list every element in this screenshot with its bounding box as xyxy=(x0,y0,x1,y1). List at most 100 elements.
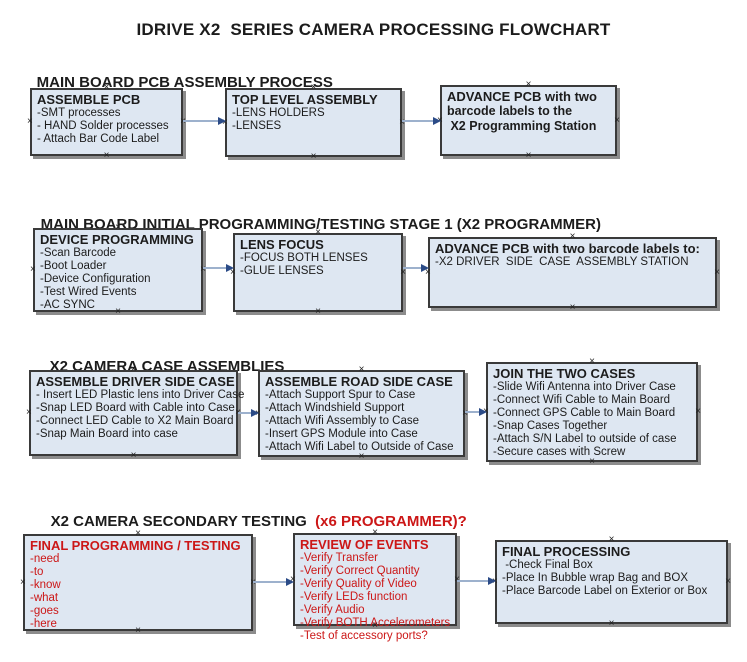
box-title: ASSEMBLE DRIVER SIDE CASE xyxy=(36,374,235,389)
box-line: -AC SYNC xyxy=(40,299,95,311)
box-title: LENS FOCUS xyxy=(240,237,324,252)
arrow-head-icon xyxy=(479,408,487,416)
box-line: -Snap Cases Together xyxy=(493,420,608,432)
flow-box-final-processing: FINAL PROCESSING -Check Final Box -Place… xyxy=(492,534,731,629)
arrow-head-icon xyxy=(488,577,496,585)
box-line: -Attach Windshield Support xyxy=(265,402,405,414)
flow-arrow xyxy=(253,577,294,587)
box-title: ADVANCE PCB with two xyxy=(447,89,597,104)
box-line: -Place Barcode Label on Exterior or Box xyxy=(502,585,708,597)
box-line: -Test Wired Events xyxy=(40,286,137,298)
box-line: -Boot Loader xyxy=(40,260,107,272)
box-line: - Insert LED Plastic lens into Driver Ca… xyxy=(36,389,245,401)
box-line: -Scan Barcode xyxy=(40,247,117,259)
box-line: -Connect LED Cable to X2 Main Board xyxy=(36,415,234,427)
box-line: - Attach Bar Code Label xyxy=(37,133,160,145)
box-line: -Slide Wifi Antenna into Driver Case xyxy=(493,381,676,393)
box-title: FINAL PROGRAMMING / TESTING xyxy=(30,538,241,553)
arrow-line xyxy=(403,267,423,269)
box-line: -Verify LEDs function xyxy=(300,591,408,603)
arrow-line xyxy=(203,267,228,269)
connection-handle-icon: × xyxy=(130,450,137,461)
connection-handle-icon: × xyxy=(310,151,317,162)
connection-handle-icon: × xyxy=(695,406,701,417)
arrow-head-icon xyxy=(218,117,226,125)
box-line: -here xyxy=(30,618,57,630)
box-line: -what xyxy=(30,592,59,604)
flow-arrow xyxy=(465,407,487,417)
connection-handle-icon: × xyxy=(315,306,321,317)
connection-handle-icon: × xyxy=(589,456,595,467)
connection-handle-icon: × xyxy=(714,266,720,278)
arrow-line xyxy=(402,120,435,122)
box-line: -Device Configuration xyxy=(40,273,151,285)
section-4-header-text: X2 CAMERA SECONDARY TESTING xyxy=(50,513,316,530)
flow-box-device-programming: DEVICE PROGRAMMING -Scan Barcode -Boot L… xyxy=(30,223,206,317)
section-4-header-red-text: (x6 PROGRAMMER)? xyxy=(315,513,467,530)
arrow-head-icon xyxy=(251,409,259,417)
section-1-header-text: MAIN BOARD PCB ASSEMBLY PROCESS xyxy=(36,74,333,91)
box-title: DEVICE PROGRAMMING xyxy=(40,232,194,247)
connection-handle-icon: × xyxy=(30,264,36,275)
connection-handle-icon: × xyxy=(27,116,33,127)
box-title: FINAL PROCESSING xyxy=(502,544,631,559)
box-line: -GLUE LENSES xyxy=(240,265,324,277)
flow-box-top-level-assembly: TOP LEVEL ASSEMBLY -LENS HOLDERS -LENSES… xyxy=(222,83,405,162)
connection-handle-icon: × xyxy=(358,451,365,462)
flow-box-assemble-driver-side-case: ASSEMBLE DRIVER SIDE CASE - Insert LED P… xyxy=(26,365,245,461)
connection-handle-icon: × xyxy=(608,618,615,629)
box-title: ADVANCE PCB with two barcode labels to: xyxy=(435,241,700,256)
arrow-head-icon xyxy=(433,117,441,125)
connection-handle-icon: × xyxy=(525,79,532,90)
box-line: -Verify Correct Quantity xyxy=(300,565,420,577)
flow-box-join-the-two-cases: JOIN THE TWO CASES -Slide Wifi Antenna i… xyxy=(483,356,701,467)
flow-arrow xyxy=(402,116,441,126)
box-line: -Verify Quality of Video xyxy=(300,578,417,590)
box-line: -Attach Wifi Assembly to Case xyxy=(265,415,420,427)
box-title: REVIEW OF EVENTS xyxy=(300,537,429,552)
connection-handle-icon: × xyxy=(525,150,532,161)
box-line: -Place In Bubble wrap Bag and BOX xyxy=(502,572,689,584)
box-line: barcode labels to the xyxy=(447,104,573,118)
box-line: - HAND Solder processes xyxy=(37,120,169,132)
connection-handle-icon: × xyxy=(569,302,576,313)
box-line: -LENSES xyxy=(232,120,282,132)
flow-arrow xyxy=(238,408,259,418)
flow-box-final-programming-testing: FINAL PROGRAMMING / TESTING -need -to -k… xyxy=(20,529,256,636)
box-line: -Attach Wifi Label to Outside of Case xyxy=(265,441,454,453)
arrow-line xyxy=(183,120,220,122)
box-title: ASSEMBLE PCB xyxy=(37,92,141,107)
box-line: -Check Final Box xyxy=(502,559,593,571)
connection-handle-icon: × xyxy=(589,356,595,367)
box-line: -know xyxy=(30,579,61,591)
arrow-head-icon xyxy=(286,578,294,586)
arrow-line xyxy=(465,411,481,413)
page-title: IDRIVE X2 SERIES CAMERA PROCESSING FLOWC… xyxy=(136,20,611,39)
connection-handle-icon: × xyxy=(26,407,32,418)
arrow-line xyxy=(253,581,288,583)
connection-handle-icon: × xyxy=(725,576,731,587)
connection-handle-icon: × xyxy=(608,534,615,545)
box-title: JOIN THE TWO CASES xyxy=(493,366,636,381)
box-line: -Snap Main Board into case xyxy=(36,428,178,440)
box-title: ASSEMBLE ROAD SIDE CASE xyxy=(265,374,453,389)
box-line: -Test of accessory ports? xyxy=(300,630,428,642)
arrow-head-icon xyxy=(421,264,429,272)
arrow-line xyxy=(238,412,253,414)
flow-box-advance-pcb-driver-side-station: ADVANCE PCB with two barcode labels to: … xyxy=(425,232,720,313)
box-line: -Insert GPS Module into Case xyxy=(265,428,418,440)
box-line: -need xyxy=(30,553,60,565)
flow-arrow xyxy=(457,576,496,586)
arrow-head-icon xyxy=(226,264,234,272)
arrow-line xyxy=(457,580,490,582)
box-line: -Attach Support Spur to Case xyxy=(265,389,416,401)
flow-box-assemble-road-side-case: ASSEMBLE ROAD SIDE CASE -Attach Support … xyxy=(255,365,468,462)
box-line: -Verify Audio xyxy=(300,604,365,616)
box-line: -Secure cases with Screw xyxy=(493,446,626,458)
section-1-header: MAIN BOARD PCB ASSEMBLY PROCESS xyxy=(20,57,333,108)
flow-box-lens-focus: LENS FOCUS -FOCUS BOTH LENSES -GLUE LENS… xyxy=(230,228,406,317)
box-line: -goes xyxy=(30,605,59,617)
box-line: -FOCUS BOTH LENSES xyxy=(240,252,368,264)
box-line: -to xyxy=(30,566,44,578)
